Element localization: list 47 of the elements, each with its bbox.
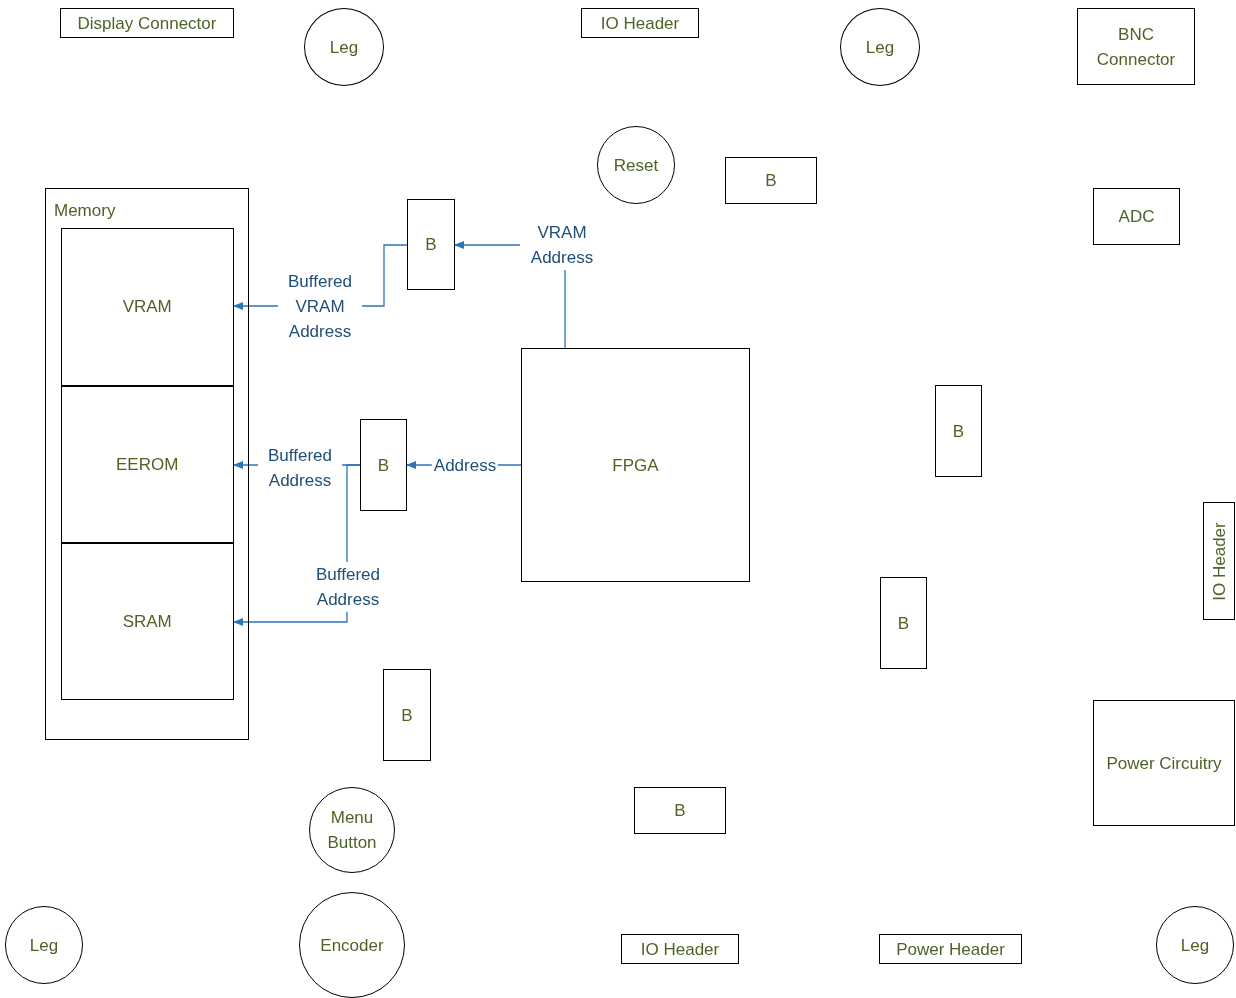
node-label: B [896, 612, 911, 635]
node-label: Encoder [319, 934, 385, 957]
block-box [581, 8, 699, 38]
node-label: B [400, 704, 414, 727]
block-box [621, 934, 739, 964]
block-box [360, 419, 407, 511]
node-label: IO Header [599, 12, 681, 35]
node-label: Leg [1179, 934, 1211, 957]
node-label: VRAM [121, 296, 173, 319]
node-label: Display Connector [76, 12, 218, 35]
node-label: B [424, 234, 438, 256]
node-label: Memory [54, 201, 116, 221]
block-box [1093, 700, 1235, 826]
block-box [1093, 188, 1180, 245]
block-box [935, 385, 982, 477]
node-label: Leg [28, 934, 60, 957]
block-box [60, 385, 234, 543]
group-box [45, 188, 249, 740]
node-label: B [673, 800, 687, 822]
block-box [60, 8, 234, 38]
block-box [634, 787, 726, 834]
node-label: Leg [864, 36, 896, 59]
block-box [879, 934, 1022, 964]
node-label: EEROM [115, 453, 180, 476]
node-label: Leg [328, 36, 360, 59]
block-box [880, 577, 927, 669]
block-box [60, 542, 234, 700]
block-box [1203, 502, 1235, 620]
node-label: Reset [612, 154, 660, 177]
block-box [1077, 8, 1195, 85]
node-label: SRAM [121, 610, 173, 633]
node-label: IO Header [1208, 520, 1230, 603]
block-box [383, 669, 431, 761]
node-label: Power Circuitry [1105, 752, 1223, 775]
node-label: IO Header [639, 938, 721, 961]
node-label: Power Header [895, 938, 1006, 961]
block-box [60, 227, 234, 386]
node-label: B [764, 170, 778, 192]
block-box [407, 199, 455, 290]
node-label: BNC Connector [1095, 23, 1177, 71]
node-label: FPGA [611, 454, 660, 477]
node-label: B [951, 420, 966, 443]
block-box [725, 157, 817, 204]
block-box [521, 348, 750, 582]
node-label: ADC [1117, 206, 1156, 228]
node-label: Menu Button [326, 807, 378, 854]
node-label: B [376, 454, 391, 477]
